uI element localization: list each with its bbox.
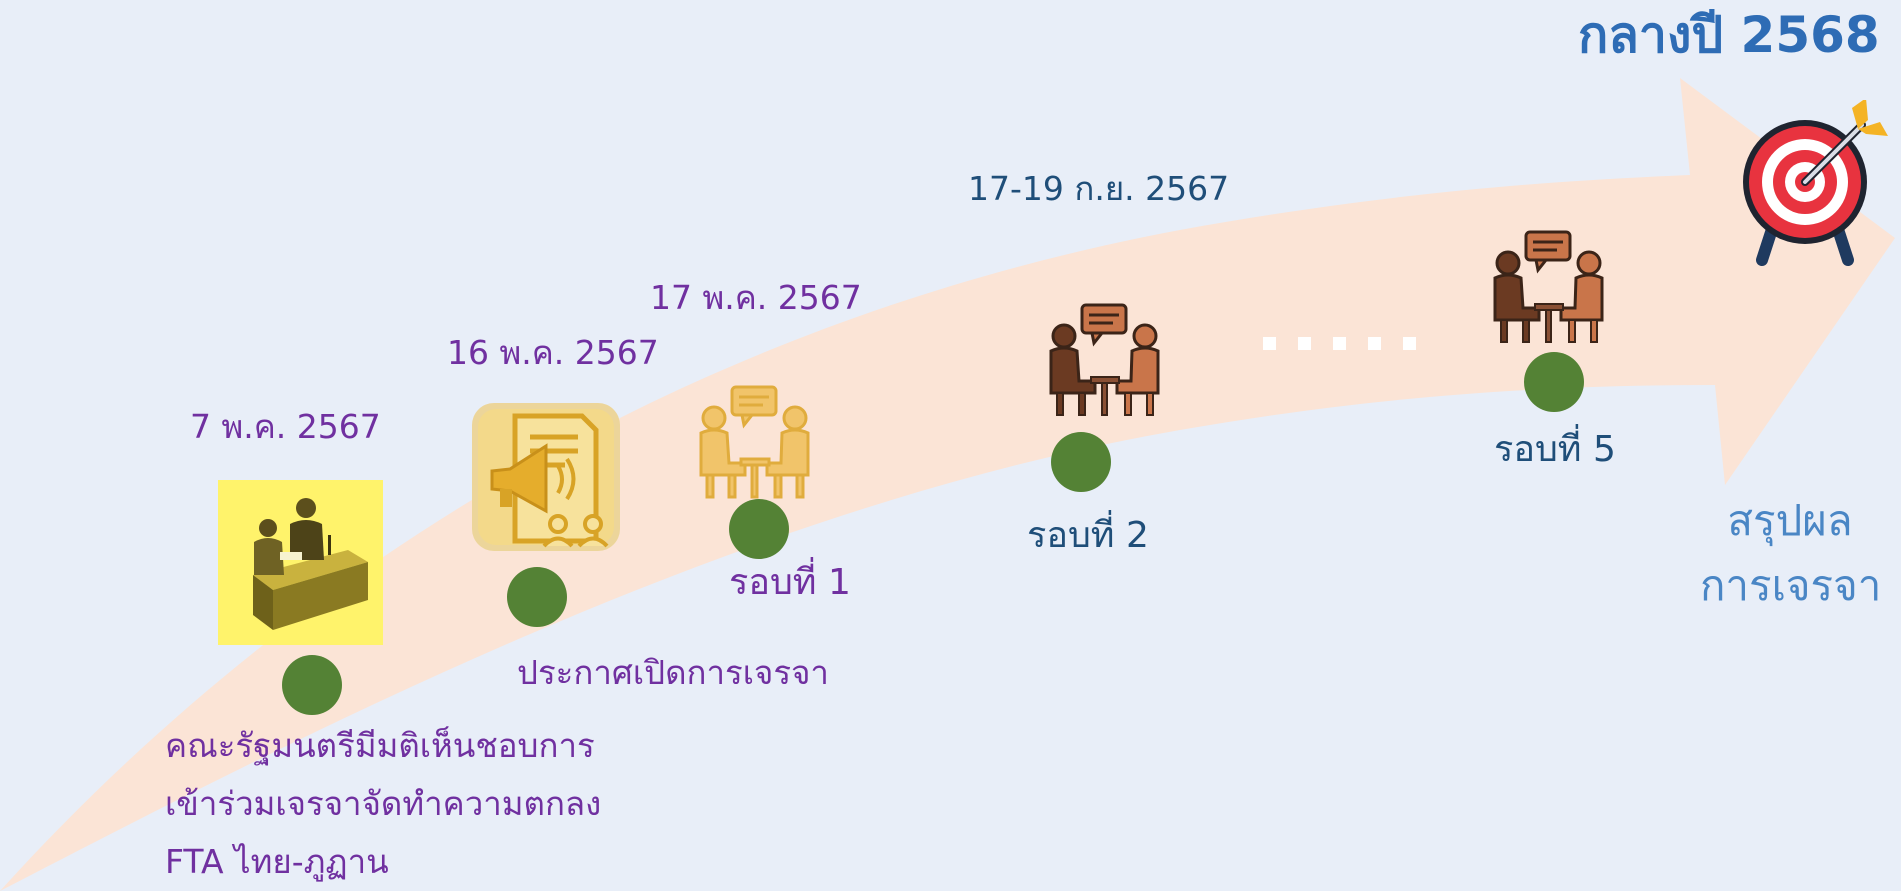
event-1-line-1: คณะรัฐมนตรีมีมติเห็นชอบการ: [165, 726, 595, 765]
negotiation-meeting-icon: [699, 385, 810, 499]
event-4-marker: [1051, 432, 1111, 492]
negotiation-meeting-icon: [1049, 303, 1160, 416]
event-1-marker: [282, 655, 342, 715]
event-1-description: คณะรัฐมนตรีมีมติเห็นชอบการ เข้าร่วมเจรจา…: [165, 717, 601, 891]
event-3-marker: [729, 499, 789, 559]
summary-line-2: การเจรจา: [1700, 561, 1882, 611]
summary-label: สรุปผล การเจรจา: [1700, 488, 1882, 618]
announcement-megaphone-icon: [472, 403, 620, 551]
timeline-ellipsis: [1263, 337, 1416, 350]
event-1-date: 7 พ.ค. 2567: [190, 407, 381, 446]
negotiation-meeting-icon: [1493, 230, 1604, 343]
event-2-marker: [507, 567, 567, 627]
event-3-date: 17 พ.ค. 2567: [650, 278, 862, 317]
target-dart-icon: [1743, 100, 1888, 266]
event-5-marker: [1524, 352, 1584, 412]
event-2-label: ประกาศเปิดการเจรจา: [517, 653, 829, 692]
event-5-label: รอบที่ 5: [1494, 429, 1616, 470]
event-2-date: 16 พ.ค. 2567: [447, 333, 659, 372]
event-4-date: 17-19 ก.ย. 2567: [968, 169, 1230, 208]
milestone-title: กลางปี 2568: [1578, 6, 1880, 64]
event-1-line-3: FTA ไทย-ภูฏาน: [165, 842, 389, 881]
event-3-label: รอบที่ 1: [729, 562, 851, 603]
summary-line-1: สรุปผล: [1727, 496, 1853, 545]
event-4-label: รอบที่ 2: [1027, 515, 1149, 556]
event-1-line-2: เข้าร่วมเจรจาจัดทำความตกลง: [165, 784, 602, 823]
cabinet-meeting-icon: [218, 480, 383, 645]
